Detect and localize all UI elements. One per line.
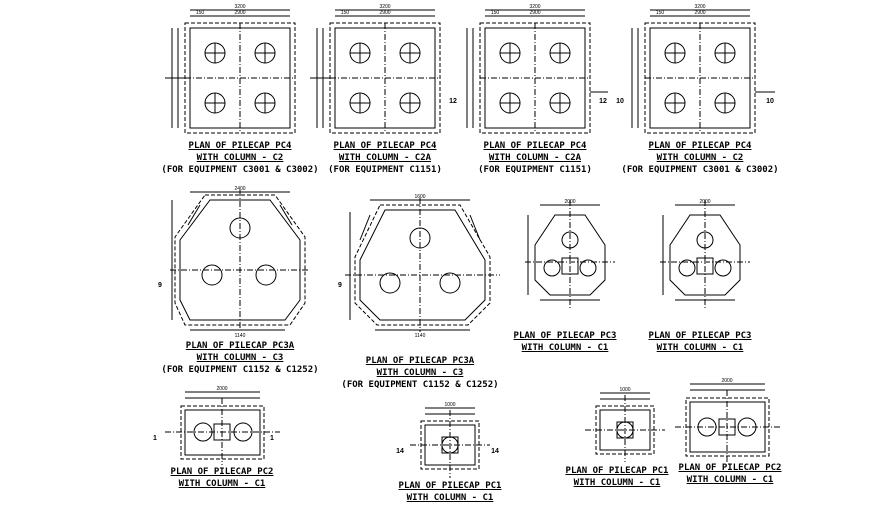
caption-column: WITH COLUMN - C1 [656, 343, 744, 353]
drawing-caption: PLAN OF PILECAP PC2 WITH COLUMN - C1 [679, 462, 782, 486]
caption-column: WITH COLUMN - C1 [178, 479, 266, 489]
pilecap-pc2-plan-1 [165, 391, 280, 465]
dim-text: 150 [341, 10, 350, 16]
caption-column: WITH COLUMN - C1 [406, 493, 494, 503]
dim-text: 2000 [564, 199, 575, 205]
dim-text: 1000 [444, 402, 455, 408]
dim-text: 150 [491, 10, 500, 16]
dim-text: 2000 [699, 199, 710, 205]
caption-column: WITH COLUMN - C3 [376, 368, 464, 378]
section-mark: 1 [153, 435, 157, 442]
caption-title: PLAN OF PILECAP PC3A [185, 341, 295, 351]
dim-text: 3200 [234, 4, 245, 10]
caption-column: WITH COLUMN - C3 [196, 353, 284, 363]
pilecap-pc3-plan-2 [660, 200, 750, 310]
drawing-caption: PLAN OF PILECAP PC1 WITH COLUMN - C1 [566, 465, 669, 489]
drawing-caption: PLAN OF PILECAP PC2 WITH COLUMN - C1 [171, 466, 274, 490]
pilecap-pc3-plan-1 [525, 200, 615, 310]
dim-text: 1140 [415, 333, 426, 339]
pilecap-pc2-plan-2 [675, 383, 780, 462]
caption-title: PLAN OF PILECAP PC2 [170, 467, 274, 477]
caption-column: WITH COLUMN - C2A [488, 153, 582, 163]
caption-title: PLAN OF PILECAP PC2 [678, 463, 782, 473]
section-mark: 14 [396, 448, 404, 455]
pilecap-pc4-plan-4 [631, 9, 775, 134]
drawing-caption: PLAN OF PILECAP PC4 WITH COLUMN - C2 (FO… [161, 140, 318, 176]
dim-text: 150 [656, 10, 665, 16]
drawing-caption: PLAN OF PILECAP PC3 WITH COLUMN - C1 [649, 330, 752, 354]
caption-column: WITH COLUMN - C2 [656, 153, 744, 163]
section-mark: 9 [158, 282, 162, 289]
dim-text: 1000 [619, 387, 630, 393]
drawing-caption: PLAN OF PILECAP PC3 WITH COLUMN - C1 [514, 330, 617, 354]
drawing-caption: PLAN OF PILECAP PC4 WITH COLUMN - C2 (FO… [621, 140, 778, 176]
caption-equipment: (FOR EQUIPMENT C1152 & C1252) [161, 365, 319, 375]
drawing-caption: PLAN OF PILECAP PC1 WITH COLUMN - C1 [399, 480, 502, 504]
pilecap-pc1-plan-1 [410, 407, 490, 478]
caption-equipment: (FOR EQUIPMENT C1152 & C1252) [341, 380, 499, 390]
dim-text: 3200 [694, 4, 705, 10]
caption-column: WITH COLUMN - C1 [521, 343, 609, 353]
section-mark: 14 [491, 448, 499, 455]
caption-title: PLAN OF PILECAP PC1 [398, 481, 502, 491]
drawing-caption: PLAN OF PILECAP PC3A WITH COLUMN - C3 (F… [341, 355, 498, 391]
dim-text: 2900 [529, 10, 540, 16]
section-mark: 12 [449, 98, 457, 105]
caption-column: WITH COLUMN - C1 [573, 478, 661, 488]
pilecap-pc4-plan-3 [466, 9, 608, 134]
caption-equipment: (FOR EQUIPMENT C3001 & C3002) [621, 165, 779, 175]
dim-text: 3200 [379, 4, 390, 10]
caption-column: WITH COLUMN - C1 [686, 475, 774, 485]
dim-text: 2000 [216, 386, 227, 392]
section-mark: 12 [599, 98, 607, 105]
caption-title: PLAN OF PILECAP PC3A [365, 356, 475, 366]
dim-text: 150 [196, 10, 205, 16]
dim-text: 2000 [721, 378, 732, 384]
dim-text: 3200 [529, 4, 540, 10]
dim-text: 2900 [379, 10, 390, 16]
pilecap-pc3a-plan-1 [170, 190, 310, 331]
section-mark: 1 [270, 435, 274, 442]
caption-column: WITH COLUMN - C2A [338, 153, 432, 163]
section-mark: 10 [616, 98, 624, 105]
dim-text: 2900 [234, 10, 245, 16]
drawing-caption: PLAN OF PILECAP PC3A WITH COLUMN - C3 (F… [161, 340, 318, 376]
drawing-caption: PLAN OF PILECAP PC4 WITH COLUMN - C2A (F… [478, 140, 592, 176]
pilecap-pc4-plan-2 [310, 9, 441, 134]
dim-text: 2900 [694, 10, 705, 16]
caption-equipment: (FOR EQUIPMENT C3001 & C3002) [161, 165, 319, 175]
dim-text: 1140 [235, 333, 246, 339]
caption-column: WITH COLUMN - C2 [196, 153, 284, 163]
caption-title: PLAN OF PILECAP PC4 [188, 141, 292, 151]
section-mark: 10 [766, 98, 774, 105]
caption-title: PLAN OF PILECAP PC3 [648, 331, 752, 341]
caption-equipment: (FOR EQUIPMENT C1151) [478, 165, 592, 175]
caption-title: PLAN OF PILECAP PC3 [513, 331, 617, 341]
pilecap-pc3a-plan-2 [345, 198, 500, 332]
caption-equipment: (FOR EQUIPMENT C1151) [328, 165, 442, 175]
drawing-caption: PLAN OF PILECAP PC4 WITH COLUMN - C2A (F… [328, 140, 442, 176]
section-mark: 9 [338, 282, 342, 289]
caption-title: PLAN OF PILECAP PC4 [483, 141, 587, 151]
dim-text: 1600 [414, 194, 425, 200]
caption-title: PLAN OF PILECAP PC4 [648, 141, 752, 151]
pilecap-pc1-plan-2 [585, 392, 665, 462]
dim-text: 2400 [234, 186, 245, 192]
caption-title: PLAN OF PILECAP PC4 [333, 141, 437, 151]
caption-title: PLAN OF PILECAP PC1 [565, 466, 669, 476]
pilecap-pc4-plan-1 [165, 9, 296, 134]
